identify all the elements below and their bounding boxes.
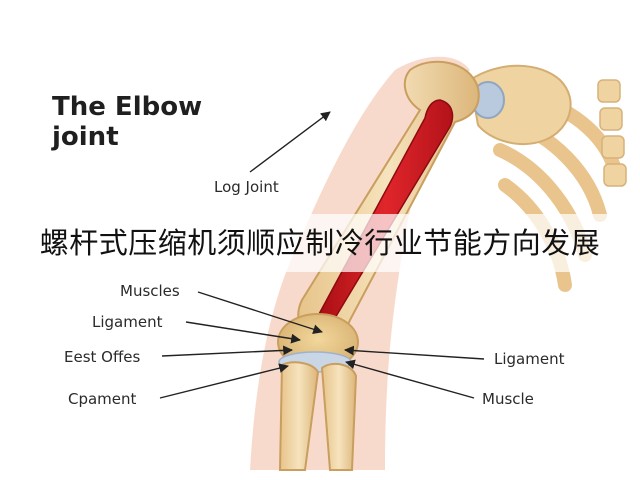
title-line-2: joint <box>52 122 119 152</box>
radius-bone <box>278 361 320 471</box>
title-line-1: The Elbow <box>52 92 203 122</box>
cpament-line <box>159 363 289 399</box>
headline-banner <box>0 214 640 272</box>
label-ligament-left: Ligament <box>92 313 163 331</box>
label-muscles: Muscles <box>120 282 180 300</box>
label-ligament-right: Ligament <box>494 350 565 368</box>
label-cpament: Cpament <box>68 390 137 408</box>
ligament-right-line <box>344 345 485 360</box>
label-log-joint: Log Joint <box>214 178 279 196</box>
muscles-line <box>197 291 323 334</box>
annotation-lines <box>159 111 485 399</box>
spine <box>597 79 627 187</box>
label-est-offes: Eest Offes <box>64 348 141 366</box>
log-joint-line <box>249 111 331 173</box>
est-offes-line <box>161 345 293 357</box>
headline-text: 螺杆式压缩机须顺应制冷行业节能方向发展 <box>39 226 601 260</box>
diagram-title: The Elbow joint <box>52 92 202 152</box>
muscle-right-line <box>345 359 475 399</box>
ligament-left-line <box>185 321 301 344</box>
label-muscle-right: Muscle <box>482 390 534 408</box>
